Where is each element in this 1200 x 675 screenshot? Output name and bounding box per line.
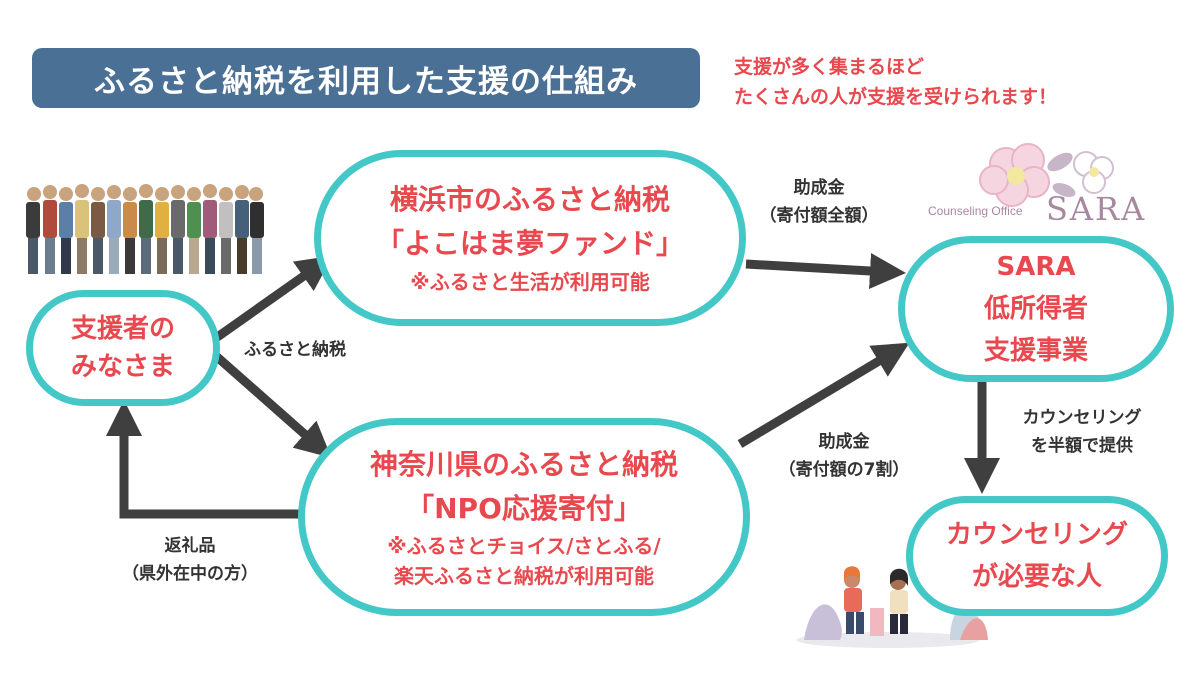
logo-title: SARA [1046,190,1147,228]
label-return-gift: 返礼品 （県外在中の方） [100,532,280,588]
arrow-kanagawa-to-sara [737,342,910,448]
needs-line-1: カウンセリング [945,520,1128,550]
note-line-2: たくさんの人が支援を受けられます！ [734,86,1058,108]
label-counseling: カウンセリング を半額で提供 [992,404,1172,460]
kanagawa-line-4: 楽天ふるさと納税が利用可能 [394,564,654,588]
arrow-to-yokohama [213,255,333,342]
kanagawa-line-1: 神奈川県のふるさと納税 [369,448,678,481]
needs-line-2: が必要な人 [971,562,1102,592]
note-line-1: 支援が多く集まるほど [734,56,925,78]
supporters-box: 支援者の みなさま [26,290,220,406]
arrow-to-kanagawa [213,352,332,458]
label-grant-bottom-line-1: 助成金 [818,432,870,452]
label-grant-top-line-1: 助成金 [793,178,845,198]
yokohama-box: 横浜市のふるさと納税 「よこはま夢ファンド」 ※ふるさと生活が利用可能 [314,150,746,326]
label-return-gift-line-2: （県外在中の方） [122,564,258,584]
supporters-line-1: 支援者の [70,314,175,344]
sara-line-3: 支援事業 [983,336,1088,366]
label-furusato-text: ふるさと納税 [244,340,346,360]
sara-line-2: 低所得者 [983,294,1088,324]
note-text: 支援が多く集まるほど たくさんの人が支援を受けられます！ [734,52,1174,112]
label-return-gift-line-1: 返礼品 [164,536,216,556]
label-furusato: ふるさと納税 [244,336,346,364]
page-title: ふるさと納税を利用した支援の仕組み [32,48,700,108]
sara-box: SARA 低所得者 支援事業 [898,236,1174,382]
label-grant-bottom-line-2: （寄付額の7割） [778,460,910,480]
kanagawa-line-3: ※ふるさとチョイス/さとふる/ [387,534,661,558]
yokohama-line-3: ※ふるさと生活が利用可能 [410,270,650,294]
label-grant-top: 助成金 （寄付額全額） [744,174,894,230]
kanagawa-box: 神奈川県のふるさと納税 「NPO応援寄付」 ※ふるさとチョイス/さとふる/ 楽天… [298,418,750,616]
logo-subtitle: Counseling Office [928,204,1023,218]
label-grant-top-line-2: （寄付額全額） [759,206,879,226]
camellia-flower-logo [979,143,1114,207]
crowd-illustration [26,184,264,274]
label-counseling-line-2: を半額で提供 [1031,436,1133,456]
kanagawa-line-2: 「NPO応援寄付」 [406,492,642,525]
yokohama-line-1: 横浜市のふるさと納税 [389,183,670,216]
supporters-line-2: みなさま [70,352,175,382]
label-counseling-line-1: カウンセリング [1022,408,1142,428]
yokohama-line-2: 「よこはま夢ファンド」 [375,227,684,260]
needs-box: カウンセリング が必要な人 [906,496,1168,616]
label-grant-bottom: 助成金 （寄付額の7割） [760,428,928,484]
arrow-return-gift [106,400,300,519]
arrow-yokohama-to-sara [745,253,906,289]
sara-line-1: SARA [996,252,1076,282]
